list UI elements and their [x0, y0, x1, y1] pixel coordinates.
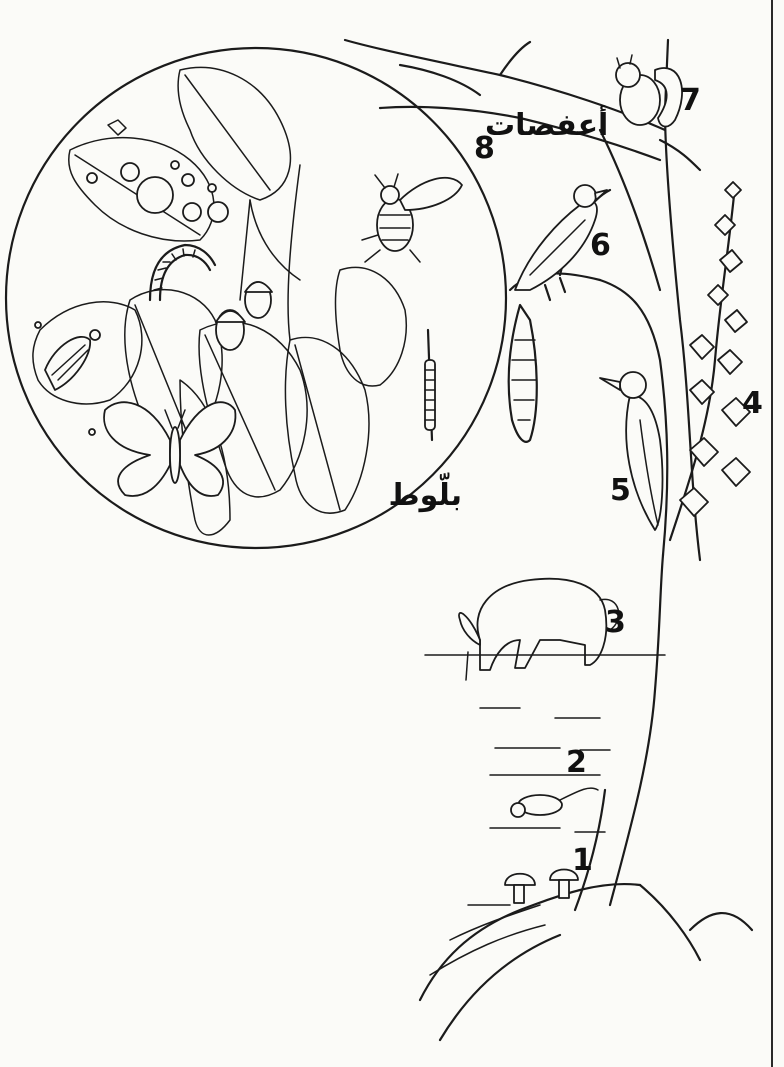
label-6: 6 [590, 228, 611, 263]
boar-icon [459, 579, 619, 680]
ivy-icon [670, 182, 750, 540]
larva-icon [425, 330, 435, 440]
label-3: 3 [605, 605, 626, 640]
mouse-icon [511, 788, 598, 817]
beetle-icon [362, 174, 462, 262]
gall-icon [87, 161, 228, 222]
squirrel-icon [616, 55, 682, 127]
label-2: 2 [566, 745, 587, 780]
label-5: 5 [610, 473, 631, 508]
fly-icon [35, 120, 126, 435]
label-4: 4 [742, 386, 763, 421]
insect-icon [45, 330, 100, 390]
oak-leaves-cluster [33, 67, 406, 535]
label-1: 1 [572, 843, 593, 878]
label-7: 7 [680, 83, 701, 118]
butterfly-icon [104, 402, 235, 496]
label-galls: أعفصات [485, 105, 608, 143]
mushroom-icon [505, 870, 578, 904]
acorn-icon [216, 282, 272, 350]
acorn-cluster-icon [509, 305, 537, 442]
label-acorn: بلّوط [389, 472, 462, 513]
ground-hills [420, 884, 752, 1040]
